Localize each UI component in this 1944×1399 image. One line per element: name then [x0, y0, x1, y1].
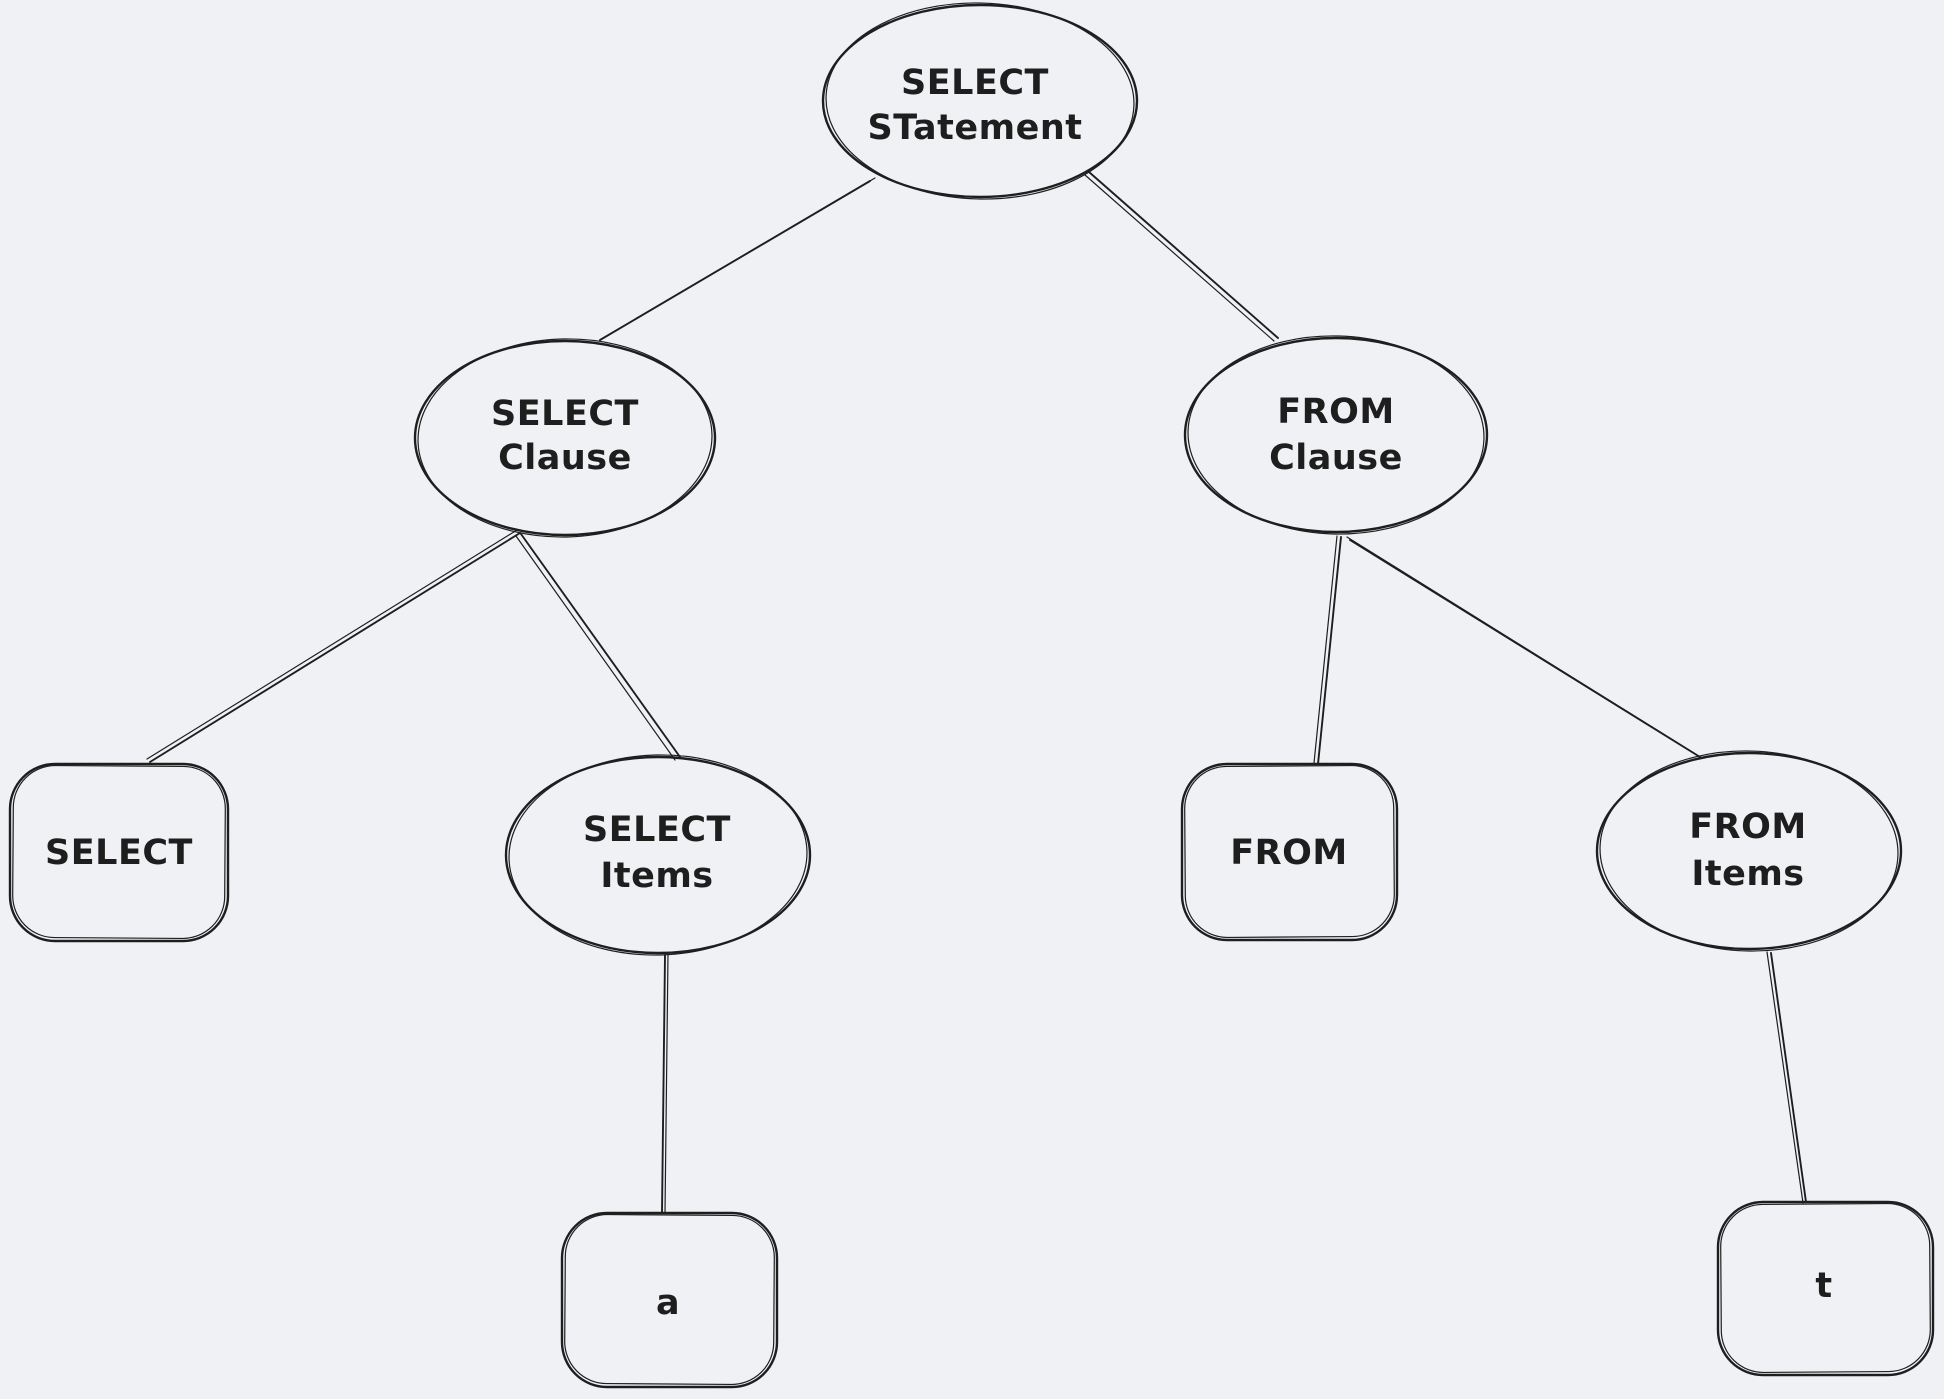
edge-from-clause-from-items	[1346, 536, 1701, 758]
node-label-line: FROM	[1230, 833, 1347, 873]
node-label-line: SELECT	[45, 833, 193, 873]
edge-select-statement-from-clause	[1084, 171, 1279, 342]
node-select-statement: SELECT STatement	[821, 2, 1139, 200]
node-label-line: SELECT	[901, 63, 1049, 103]
edge-select-items-select-item-a	[661, 953, 669, 1214]
node-label-line: FROM	[1689, 807, 1806, 847]
node-label-line: Clause	[1269, 438, 1403, 478]
node-label-line: SELECT	[491, 394, 639, 434]
edge-select-statement-select-clause	[599, 177, 876, 341]
node-label-line: Items	[1691, 854, 1804, 894]
node-label-line: FROM	[1277, 392, 1394, 432]
edge-from-clause-from-keyword	[1313, 535, 1342, 765]
node-label-line: STatement	[867, 108, 1082, 148]
node-from-keyword: FROM	[1180, 762, 1399, 942]
node-label-line: t	[1815, 1266, 1832, 1306]
node-label-line: Clause	[498, 438, 632, 478]
node-from-clause: FROM Clause	[1183, 335, 1489, 535]
node-from-item-t: t	[1716, 1200, 1935, 1377]
node-select-keyword: SELECT	[8, 762, 230, 943]
node-select-item-a: a	[560, 1211, 779, 1389]
node-label-line: a	[656, 1283, 680, 1323]
edge-select-clause-select-items	[515, 533, 681, 761]
edge-from-items-from-item-t	[1766, 951, 1807, 1204]
node-label-line: SELECT	[583, 810, 731, 850]
node-from-items: FROM Items	[1595, 750, 1903, 952]
node-select-items: SELECT Items	[504, 754, 812, 956]
node-label-line: Items	[600, 856, 713, 896]
edge-select-clause-select-keyword	[146, 529, 521, 763]
node-select-clause: SELECT Clause	[413, 338, 717, 538]
